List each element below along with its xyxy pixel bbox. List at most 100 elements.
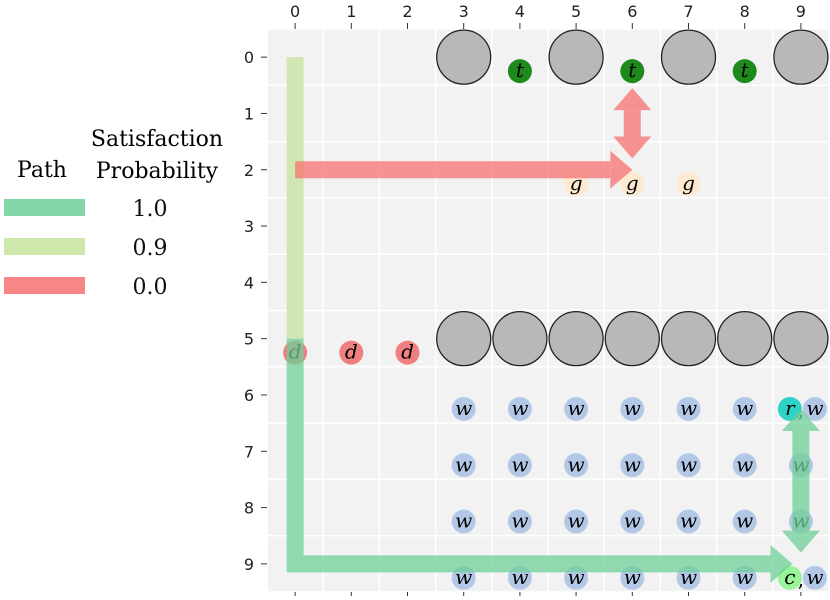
token-circle <box>732 509 757 534</box>
token-label: w <box>624 452 641 476</box>
obstacle-circle <box>660 29 717 85</box>
path-arrowhead <box>613 136 652 159</box>
token-circle <box>564 396 589 421</box>
obstacle-circle <box>717 310 773 367</box>
obstacle-circle <box>436 310 492 367</box>
x-tick-label: 1 <box>346 2 356 21</box>
y-tick-label: 6 <box>244 386 254 405</box>
token-label: w <box>736 396 753 420</box>
obstacles <box>436 29 829 367</box>
token-label: t <box>628 58 637 82</box>
token-circle <box>676 396 701 421</box>
paths <box>286 57 820 583</box>
path-arrowhead <box>781 409 820 432</box>
x-tick-label: 3 <box>459 2 469 21</box>
y-tick-label: 0 <box>244 48 254 67</box>
x-tick-label: 6 <box>627 2 637 21</box>
token-label: w <box>806 396 823 420</box>
token-circle <box>620 453 645 478</box>
obstacle-circle <box>773 310 829 367</box>
token-label: d <box>401 340 414 364</box>
token-label: t <box>741 58 750 82</box>
obstacle-circle <box>492 310 548 367</box>
path-arrowhead <box>770 544 793 583</box>
token-label: w <box>624 396 641 420</box>
y-tick-label: 8 <box>244 499 254 518</box>
token-label: w <box>680 396 697 420</box>
path-prob-0-0 <box>295 150 633 189</box>
legend-value: 0.9 <box>133 236 168 261</box>
y-tick-label: 4 <box>244 273 254 292</box>
x-tick-label: 4 <box>515 2 525 21</box>
x-tick-label: 2 <box>402 2 412 21</box>
token-label: w <box>568 452 585 476</box>
token-label: c <box>784 565 795 589</box>
y-tick-label: 1 <box>244 104 254 123</box>
legend-swatch <box>4 277 85 294</box>
cell-tokens: tttgggdddwwwwwwwwwwwwwwwwwwwwwwwwwwrw,cw… <box>283 58 827 591</box>
token-label: t <box>516 58 525 82</box>
token-label: w <box>455 509 472 533</box>
x-tick-label: 0 <box>290 2 300 21</box>
token-label: w <box>568 509 585 533</box>
token-label: d <box>345 340 358 364</box>
path-prob-1-0 <box>781 409 820 553</box>
token-separator: , <box>798 567 804 591</box>
x-tick-label: 5 <box>571 2 581 21</box>
y-tick-label: 5 <box>244 330 254 349</box>
y-tick-label: 9 <box>244 555 254 574</box>
token-circle <box>732 453 757 478</box>
token-label: w <box>680 452 697 476</box>
token-label: w <box>736 509 753 533</box>
path-line <box>286 338 771 573</box>
token-label: w <box>455 396 472 420</box>
token-label: w <box>806 565 823 589</box>
path-prob-1-0 <box>286 338 793 583</box>
token-label: w <box>511 509 528 533</box>
token-circle <box>620 171 645 196</box>
obstacle-circle <box>604 310 660 367</box>
token-circle <box>620 509 645 534</box>
token-circle <box>339 340 364 365</box>
token-circle <box>802 565 827 590</box>
legend-value: 0.0 <box>133 275 168 300</box>
token-label: w <box>511 396 528 420</box>
path-prob-0-0 <box>613 88 652 159</box>
token-circle <box>564 509 589 534</box>
token-circle <box>732 59 757 84</box>
x-tick-label: 9 <box>796 2 806 21</box>
path-arrowhead <box>781 530 820 553</box>
obstacle-circle <box>548 310 604 367</box>
token-circle <box>802 396 827 421</box>
legend-swatch <box>4 238 85 255</box>
legend-prob-header-line1: Satisfaction <box>91 127 223 152</box>
token-circle <box>507 509 532 534</box>
token-label: w <box>736 452 753 476</box>
token-label: w <box>680 509 697 533</box>
token-circle <box>777 565 802 590</box>
token-circle <box>676 509 701 534</box>
token-label: w <box>568 396 585 420</box>
token-circle <box>564 453 589 478</box>
legend-prob-header-line2: Probability <box>96 159 219 184</box>
token-circle <box>620 59 645 84</box>
obstacle-circle <box>548 29 604 85</box>
token-label: w <box>624 509 641 533</box>
y-tick-label: 2 <box>244 161 254 180</box>
token-label: g <box>626 171 639 195</box>
obstacle-circle <box>436 29 492 85</box>
path-arrowhead <box>613 88 652 111</box>
token-circle <box>451 453 476 478</box>
path-arrowhead <box>610 150 633 189</box>
legend-path-header: Path <box>17 158 67 183</box>
x-tick-label: 7 <box>683 2 693 21</box>
x-tick-label: 8 <box>740 2 750 21</box>
legend: Path Satisfaction Probability 1.00.90.0 <box>4 127 223 300</box>
token-circle <box>507 59 532 84</box>
token-circle <box>676 453 701 478</box>
gridlines <box>266 28 830 593</box>
token-circle <box>507 453 532 478</box>
legend-swatch <box>4 199 85 216</box>
